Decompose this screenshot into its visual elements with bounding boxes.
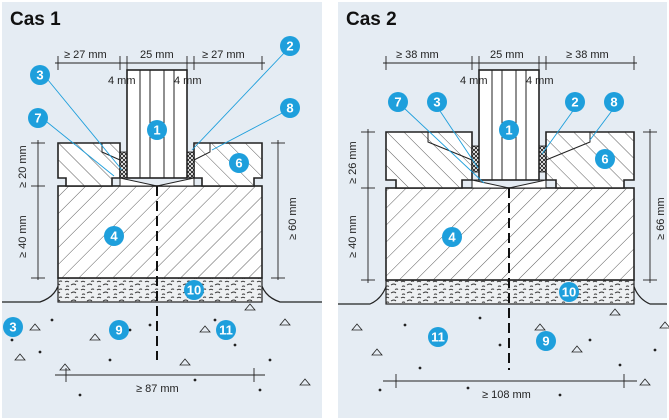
- case-1-dim-left-upper: ≥ 20 mm: [17, 145, 29, 188]
- case-1-badge-2: 2: [280, 36, 300, 56]
- svg-text:3: 3: [36, 68, 43, 83]
- case-2-dim-bottom: ≥ 108 mm: [482, 389, 531, 401]
- svg-text:11: 11: [431, 330, 445, 345]
- case-1-leader-lines: [41, 50, 287, 177]
- svg-text:11: 11: [219, 323, 233, 338]
- case-1-dim-top-left: ≥ 27 mm: [64, 49, 107, 61]
- svg-text:9: 9: [115, 323, 122, 338]
- case-2-title: Cas 2: [346, 9, 397, 30]
- case-2-badge-1: 1: [499, 120, 519, 140]
- svg-text:3: 3: [9, 320, 16, 335]
- case-1-dim-small-left: 4 mm: [108, 75, 136, 87]
- case-1-dim-top-right: ≥ 27 mm: [202, 49, 245, 61]
- case-2-dim-top-left: ≥ 38 mm: [396, 49, 439, 61]
- case-1-badge-4: 4: [104, 226, 124, 246]
- case-2-dim-left-lower: ≥ 40 mm: [347, 215, 359, 258]
- case-1-badge-11: 11: [216, 320, 236, 340]
- case-1-right-gasket: [186, 151, 195, 179]
- case-2-badge-6: 6: [595, 149, 615, 169]
- svg-text:7: 7: [34, 111, 41, 126]
- svg-text:4: 4: [448, 230, 456, 245]
- svg-text:1: 1: [153, 123, 160, 138]
- svg-text:3: 3: [433, 95, 440, 110]
- case-1-badge-3-bottom: 3: [3, 317, 23, 337]
- case-2-badge-9: 9: [536, 331, 556, 351]
- case-2-left-frame: [385, 131, 473, 189]
- case-1-panel: Cas 1: [2, 2, 322, 418]
- svg-text:1: 1: [505, 123, 512, 138]
- case-1-right-frame: [193, 142, 263, 187]
- case-2-dim-left-upper: ≥ 26 mm: [347, 141, 359, 184]
- case-2-dim-top-right: ≥ 38 mm: [566, 49, 609, 61]
- case-2-badge-7: 7: [388, 92, 408, 112]
- case-1-dim-left-lower: ≥ 40 mm: [17, 215, 29, 258]
- case-1-title: Cas 1: [10, 9, 61, 30]
- case-2-left-gasket: [471, 145, 480, 173]
- case-1-badge-3-top: 3: [30, 65, 50, 85]
- case-2-badge-11: 11: [428, 327, 448, 347]
- svg-text:10: 10: [187, 283, 201, 298]
- case-1-dim-bottom: ≥ 87 mm: [136, 383, 179, 395]
- case-2-dimension-lines: [361, 56, 657, 388]
- case-2-dim-small-right: 4 mm: [526, 75, 554, 87]
- case-1-badge-1: 1: [147, 120, 167, 140]
- case-1-badge-6: 6: [229, 153, 249, 173]
- case-1-badge-9: 9: [109, 320, 129, 340]
- svg-text:6: 6: [601, 152, 608, 167]
- case-1-badge-8: 8: [280, 98, 300, 118]
- svg-text:2: 2: [286, 39, 293, 54]
- case-2-leader-lines: [403, 107, 615, 184]
- case-1-dim-small-right: 4 mm: [174, 75, 202, 87]
- case-2-badge-8: 8: [604, 92, 624, 112]
- case-2-dim-top-mid: 25 mm: [490, 49, 524, 61]
- case-2-dim-right: ≥ 66 mm: [655, 197, 667, 240]
- case-2-dim-small-left: 4 mm: [460, 75, 488, 87]
- svg-text:9: 9: [542, 334, 549, 349]
- case-1-dim-right: ≥ 60 mm: [287, 197, 299, 240]
- case-1-badge-7: 7: [28, 108, 48, 128]
- svg-text:4: 4: [110, 229, 118, 244]
- svg-text:8: 8: [286, 101, 293, 116]
- svg-text:6: 6: [235, 156, 242, 171]
- case-2-badge-10: 10: [559, 282, 579, 302]
- case-2-badge-3: 3: [427, 92, 447, 112]
- case-1-dimension-lines: [31, 56, 285, 382]
- case-1-gravel-layer: [57, 277, 263, 303]
- svg-text:2: 2: [571, 95, 578, 110]
- case-1-badge-10: 10: [184, 280, 204, 300]
- case-1-dim-top-mid: 25 mm: [140, 49, 174, 61]
- case-1-left-frame: [57, 142, 121, 187]
- case-2-badge-2: 2: [565, 92, 585, 112]
- case-2-badge-4: 4: [442, 227, 462, 247]
- svg-text:10: 10: [562, 285, 576, 300]
- case-2-right-frame: [545, 131, 635, 189]
- case-2-panel: Cas 2: [338, 2, 669, 418]
- svg-text:7: 7: [394, 95, 401, 110]
- case-1-left-gasket: [119, 151, 128, 179]
- case-1-base-hatch: [58, 186, 262, 278]
- svg-text:8: 8: [610, 95, 617, 110]
